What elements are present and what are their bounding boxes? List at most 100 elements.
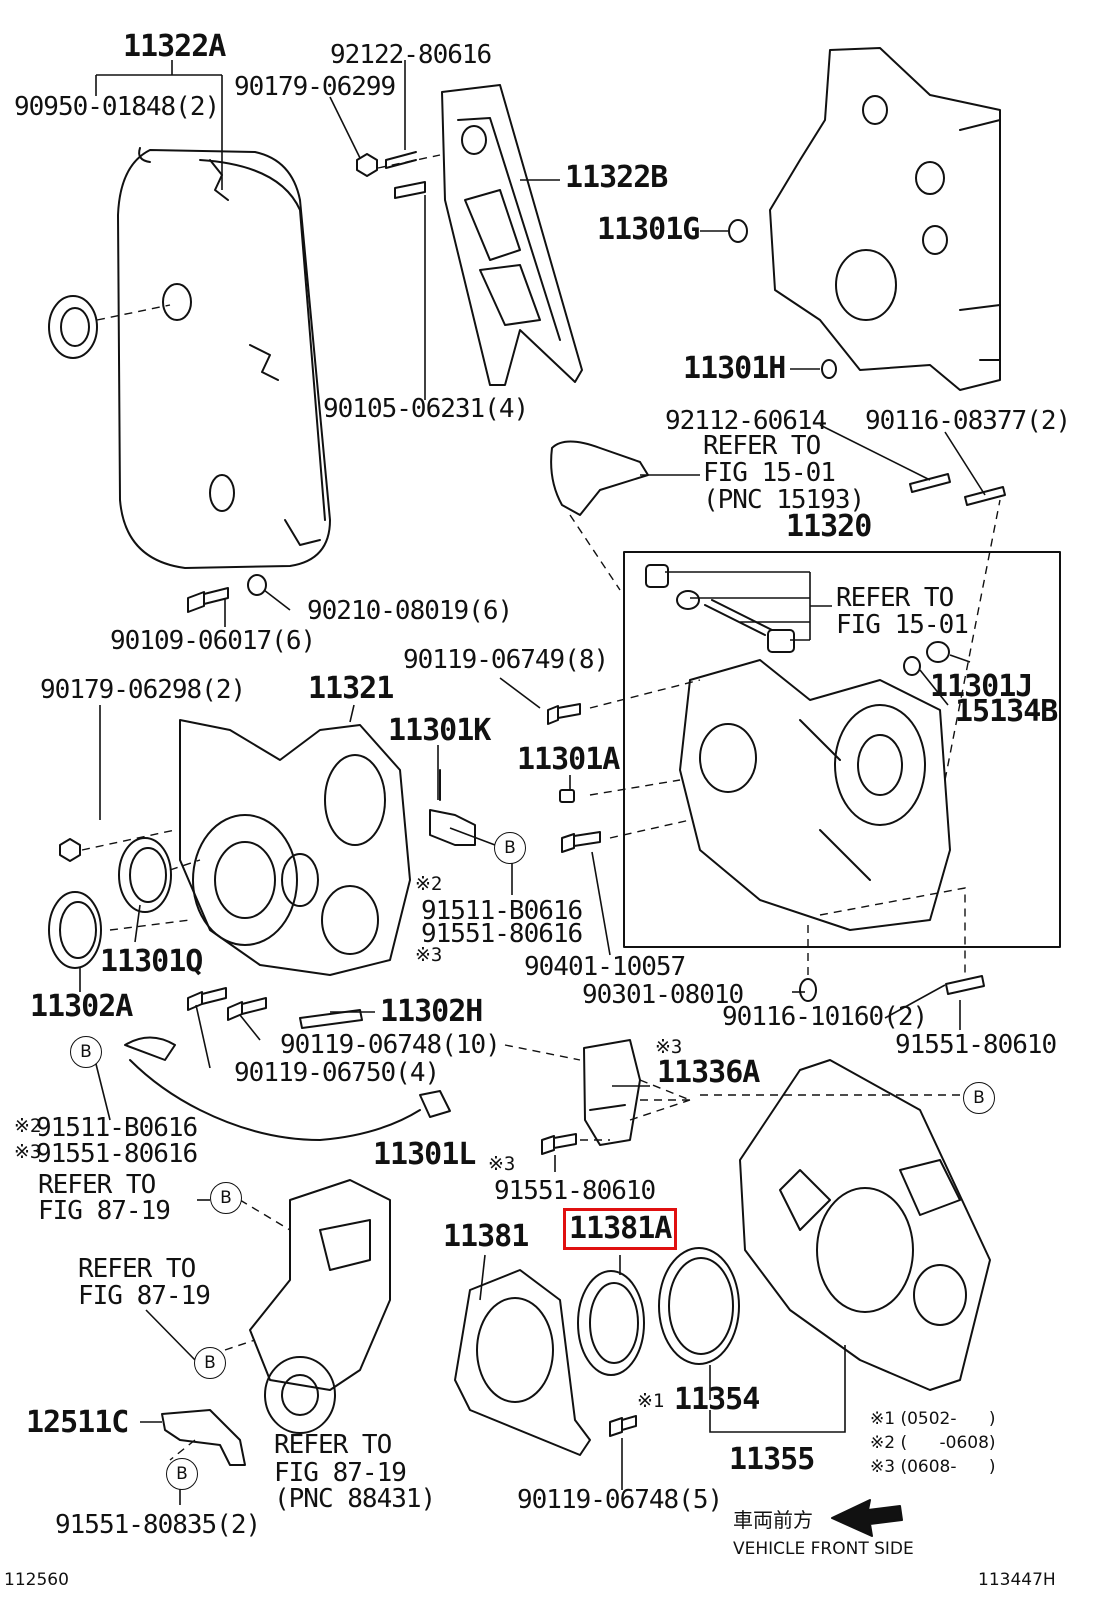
gasket-15193 (550, 440, 649, 516)
stud-91551-a (945, 975, 985, 995)
label-90179-06299[interactable]: 90179-06299 (234, 72, 396, 102)
mark-3-c: ※3 (14, 1141, 42, 1163)
front-arrow (831, 1499, 903, 1537)
label-11301J[interactable]: 11301J (930, 669, 1033, 704)
label-91551-80610-a[interactable]: 91551-80610 (895, 1030, 1057, 1060)
label-91551-80835[interactable]: 91551-80835(2) (55, 1510, 261, 1540)
ref-bubble-b-1[interactable]: B (494, 832, 526, 864)
timing-case (179, 719, 411, 976)
label-90119-06748-10[interactable]: 90119-06748(10) (280, 1030, 501, 1060)
label-12511C[interactable]: 12511C (26, 1405, 129, 1440)
oring-11301G (728, 219, 748, 243)
bracket-12511C (161, 1409, 246, 1466)
label-90301-08010[interactable]: 90301-08010 (582, 980, 744, 1010)
ref-bubble-b-6[interactable]: B (166, 1458, 198, 1490)
refer-8719-b-line2: FIG 87-19 (78, 1281, 211, 1311)
rear-oil-seal-retainer (454, 1269, 591, 1456)
label-11381[interactable]: 11381 (443, 1219, 529, 1254)
refer-1501-line1: REFER TO (836, 583, 954, 613)
label-11302H[interactable]: 11302H (380, 994, 483, 1029)
label-91551-80610-b[interactable]: 91551-80610 (494, 1176, 656, 1206)
label-11336A[interactable]: 11336A (657, 1055, 760, 1090)
label-11301L[interactable]: 11301L (373, 1137, 476, 1172)
bolt-90119-06748-10 (227, 997, 267, 1021)
refer-88431-line3: (PNC 88431) (274, 1484, 436, 1514)
label-11301Q[interactable]: 11301Q (100, 944, 203, 979)
mark-2-b: ※2 (14, 1115, 42, 1137)
label-11355[interactable]: 11355 (729, 1442, 815, 1477)
ref-bubble-b-4[interactable]: B (210, 1182, 242, 1214)
label-90116-10160[interactable]: 90116-10160(2) (722, 1002, 928, 1032)
sensor-11301K (429, 769, 476, 846)
seal-90950 (48, 295, 98, 359)
label-11322A[interactable]: 11322A (123, 29, 226, 64)
label-90179-06298[interactable]: 90179-06298(2) (40, 675, 246, 705)
label-11301H[interactable]: 11301H (683, 351, 786, 386)
label-91551-80616-b[interactable]: 91551-80616 (36, 1139, 198, 1169)
legend-line-3: ※3 (0608- ) (870, 1457, 996, 1477)
refer-15193-line2: FIG 15-01 (703, 458, 836, 488)
label-90109-06017[interactable]: 90109-06017(6) (110, 626, 316, 656)
legend-line-2: ※2 ( -0608) (870, 1433, 996, 1453)
label-11381A-highlighted[interactable]: 11381A (562, 1208, 678, 1250)
refer-8719-b-line1: REFER TO (78, 1254, 196, 1284)
ref-bubble-b-3[interactable]: B (963, 1082, 995, 1114)
oil-pump-body (679, 659, 951, 931)
mark-3-a: ※3 (415, 944, 443, 966)
refer-15193-line1: REFER TO (703, 431, 821, 461)
sensor-harness (124, 1036, 451, 1141)
ref-bubble-b-5[interactable]: B (194, 1347, 226, 1379)
label-11302A[interactable]: 11302A (30, 989, 133, 1024)
oring-90301 (799, 978, 817, 1002)
label-11301A[interactable]: 11301A (517, 742, 620, 777)
oil-pump-frame (623, 551, 1061, 948)
vehicle-front-jp: 車両前方 (733, 1508, 813, 1532)
label-11320[interactable]: 11320 (786, 509, 872, 544)
seals-11301Q-11302A (48, 837, 172, 969)
label-91551-80616-a[interactable]: 91551-80616 (421, 919, 583, 949)
refer-8719-a-line2: FIG 87-19 (38, 1196, 171, 1226)
label-91511-B0616-b[interactable]: 91511-B0616 (36, 1113, 198, 1143)
oring-11301H (821, 359, 837, 379)
mark-3-b: ※3 (655, 1036, 683, 1058)
ref-bubble-b-2[interactable]: B (70, 1036, 102, 1068)
refer-88431-line1: REFER TO (274, 1430, 392, 1460)
water-pump-assembly (249, 1179, 391, 1434)
end-plate-11355 (739, 1059, 991, 1391)
label-90950-01848[interactable]: 90950-01848(2) (14, 92, 220, 122)
label-90401-10057[interactable]: 90401-10057 (524, 952, 686, 982)
label-11301G[interactable]: 11301G (597, 212, 700, 247)
bolt-91551-80610-b (541, 1133, 577, 1155)
timing-cover-plate (441, 84, 583, 386)
refer-1501-line2: FIG 15-01 (836, 610, 969, 640)
mark-1: ※1 (637, 1390, 665, 1412)
label-90119-06749[interactable]: 90119-06749(8) (403, 645, 609, 675)
relief-valve-parts (645, 564, 950, 676)
label-11301K[interactable]: 11301K (388, 713, 491, 748)
label-90119-06748-5[interactable]: 90119-06748(5) (517, 1485, 723, 1515)
rear-oil-seal-11381A (577, 1270, 645, 1376)
nut-90179-06298 (59, 838, 81, 862)
label-90119-06750[interactable]: 90119-06750(4) (234, 1058, 440, 1088)
mark-2-a: ※2 (415, 873, 443, 895)
date-legend: ※1 (0502- ) ※2 ( -0608) ※3 (0608- ) (870, 1407, 996, 1479)
label-90105-06231[interactable]: 90105-06231(4) (323, 394, 529, 424)
legend-line-1: ※1 (0502- ) (870, 1409, 996, 1429)
label-90116-08377[interactable]: 90116-08377(2) (865, 406, 1071, 436)
bolt-90119-06750 (187, 987, 227, 1011)
label-90210-08019[interactable]: 90210-08019(6) (307, 596, 513, 626)
label-92122-80616[interactable]: 92122-80616 (330, 40, 492, 70)
engine-block (769, 47, 1001, 391)
label-92112-60614[interactable]: 92112-60614 (665, 406, 827, 436)
label-91511-B0616-a[interactable]: 91511-B0616 (421, 896, 583, 926)
label-15134B[interactable]: 15134B (955, 694, 1058, 729)
label-11322B[interactable]: 11322B (565, 160, 668, 195)
refer-15193-line3: (PNC 15193) (703, 485, 865, 515)
refer-8719-a-line1: REFER TO (38, 1170, 156, 1200)
bolt-90401 (561, 831, 601, 853)
cover-11336A (583, 1039, 641, 1146)
label-11321[interactable]: 11321 (308, 671, 394, 706)
label-11354[interactable]: 11354 (674, 1382, 760, 1417)
gasket-11354 (658, 1247, 740, 1365)
